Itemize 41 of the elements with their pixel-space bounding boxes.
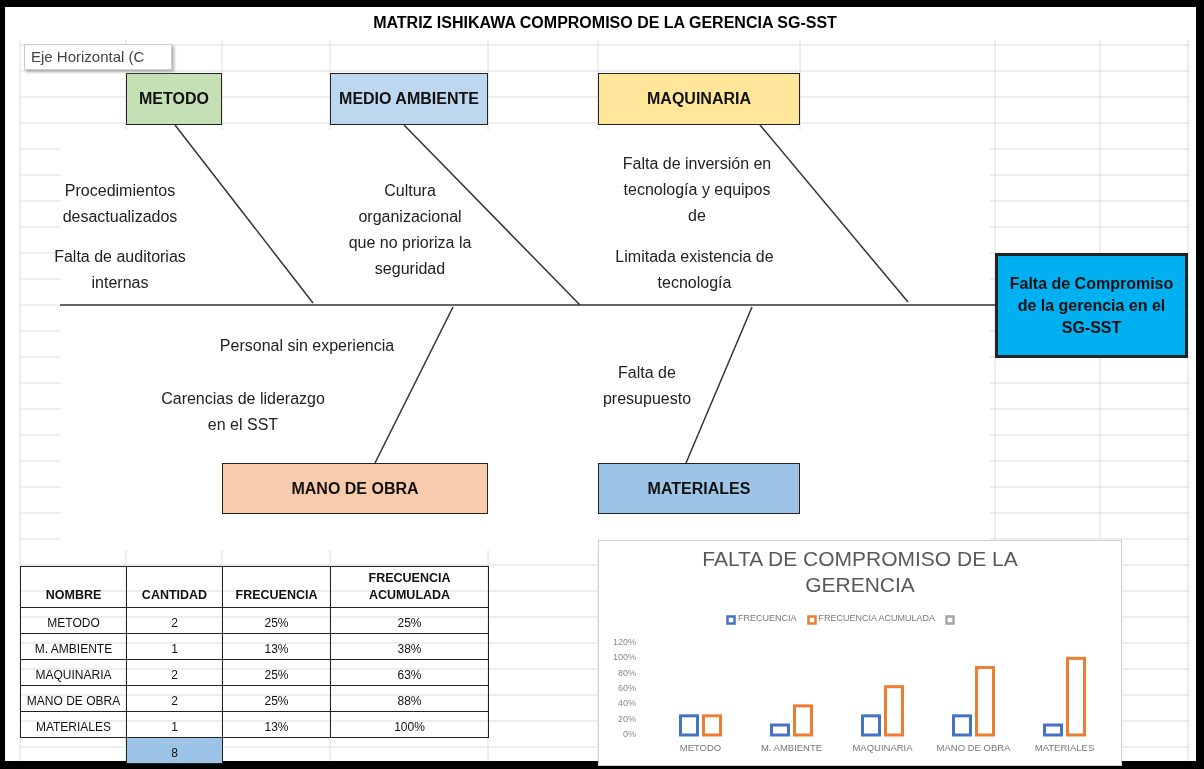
cause-text: Falta de presupuesto (601, 363, 693, 409)
category-box: MAQUINARIA (598, 73, 800, 125)
tooltip: Eje Horizontal (C (24, 44, 172, 70)
bone-line (759, 124, 909, 303)
category-box: METODO (126, 73, 222, 125)
axis-category-label: MAQUINARIA (851, 742, 914, 755)
legend-label: FRECUENCIA (738, 613, 797, 625)
axis-category-label: METODO (678, 742, 723, 755)
chart-title: FALTA DE COMPROMISO DE LA GERENCIA (701, 546, 1019, 598)
cause-text: Personal sin experiencia (218, 336, 396, 356)
legend-label: FRECUENCIA ACUMULADA (818, 613, 936, 625)
header-cell: FRECUENCIA ACUMULADA (330, 566, 489, 608)
axis-tick-label: 20% (617, 713, 636, 726)
table-cell: 100% (330, 711, 489, 738)
cause-text: Carencias de liderazgo en el SST (160, 389, 326, 435)
cause-text: Falta de auditorias internas (53, 247, 187, 293)
axis-category-label: MANO DE OBRA (935, 742, 1012, 755)
effect-box: Falta de Compromiso de la gerencia en el SG-SST (995, 253, 1188, 358)
axis-tick-label: 0% (622, 729, 636, 741)
axis-category-label: MATERIALES (1033, 742, 1096, 755)
category-box: MEDIO AMBIENTE (330, 73, 488, 125)
axis-category-label: M. AMBIENTE (759, 742, 824, 755)
bone-line (174, 124, 314, 304)
cause-text: Limitada existencia de tecnología (614, 247, 775, 293)
axis-tick-label: 120% (611, 637, 636, 649)
table-cell: 8 (126, 737, 223, 764)
axis-tick-label: 100% (611, 652, 636, 665)
axis-tick-label: 80% (617, 667, 636, 680)
cause-text: Falta de inversión en tecnología y equipos de (621, 154, 773, 226)
spine-line (59, 304, 996, 306)
axis-tick-label: 60% (617, 683, 636, 695)
cause-text: Procedimientos desactualizados (61, 181, 179, 227)
bone-line (374, 306, 454, 464)
cause-text: Cultura organizacional que no prioriza la seguridad (347, 181, 473, 279)
category-box: MANO DE OBRA (222, 463, 488, 514)
bone-line (685, 306, 753, 464)
table-cell: MATERIALES (20, 711, 127, 738)
header-cell: NOMBRE (20, 566, 127, 608)
axis-tick-label: 40% (617, 698, 636, 711)
category-box: MATERIALES (598, 463, 800, 514)
bone-line (403, 124, 581, 306)
